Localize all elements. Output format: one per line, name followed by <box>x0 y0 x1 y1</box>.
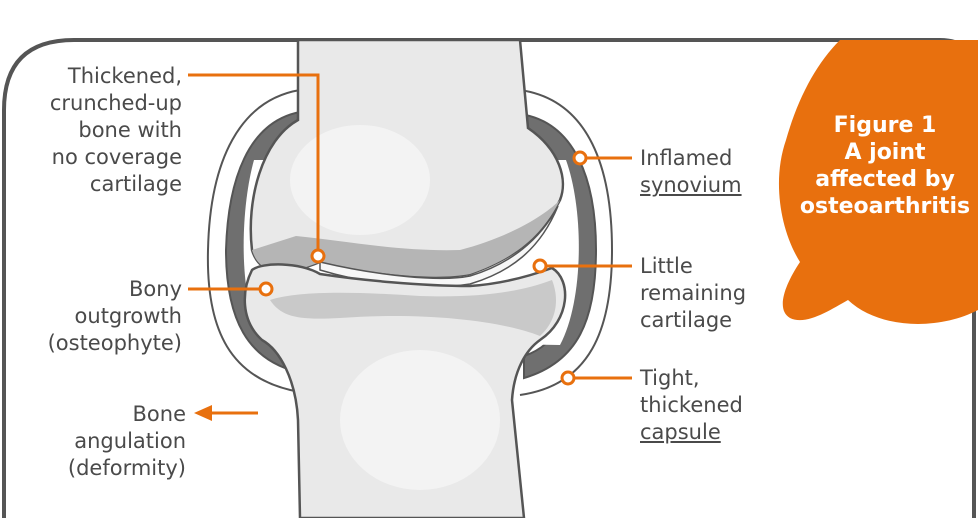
lower-bone-highlight <box>340 350 500 490</box>
figure-number: Figure 1 <box>790 112 978 139</box>
dot-cartilage <box>534 260 546 272</box>
dot-thickened-bone <box>312 250 324 262</box>
label-capsule: Tight, thickened capsule <box>640 365 743 446</box>
dot-bony-outgrowth <box>260 283 272 295</box>
capsule-term: capsule <box>640 419 743 446</box>
dot-synovium <box>574 152 586 164</box>
label-bony-outgrowth: Bony outgrowth (osteophyte) <box>0 276 182 357</box>
figure-title-line-2: affected by <box>790 166 978 193</box>
label-bone-angulation: Bone angulation (deformity) <box>0 401 186 482</box>
figure-title-line-1: A joint <box>790 139 978 166</box>
label-cartilage: Little remaining cartilage <box>640 253 746 334</box>
label-thickened-bone: Thickened, crunched-up bone with no cove… <box>0 63 182 198</box>
dot-capsule <box>562 372 574 384</box>
synovium-term: synovium <box>640 172 742 199</box>
upper-bone-highlight <box>290 125 430 235</box>
figure-title-line-3: osteoarthritis <box>790 193 978 220</box>
label-synovium: Inflamed synovium <box>640 145 742 199</box>
arrow-bone-angulation <box>194 405 258 421</box>
figure-title: Figure 1 A joint affected by osteoarthri… <box>790 112 978 220</box>
